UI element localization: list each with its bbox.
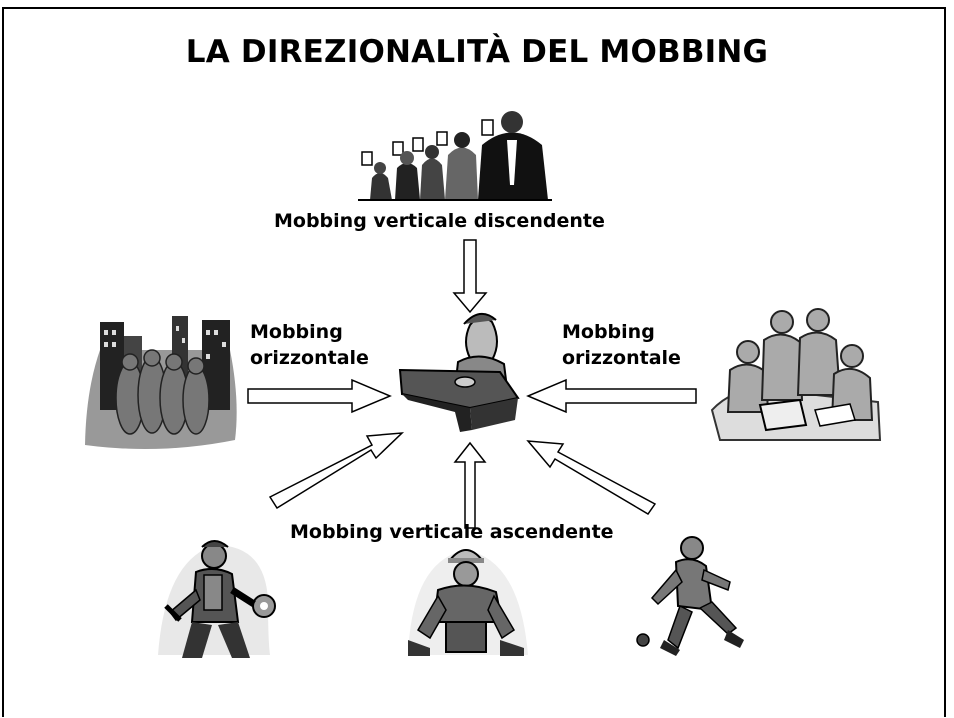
label-horizontal-left-line2: orizzontale bbox=[250, 347, 369, 369]
team-meeting-icon bbox=[710, 308, 882, 441]
bowler-man-icon bbox=[636, 536, 744, 656]
label-vertical-upward: Mobbing verticale ascendente bbox=[290, 521, 614, 543]
label-horizontal-left: Mobbing orizzontale bbox=[250, 319, 369, 371]
label-vertical-downward: Mobbing verticale discendente bbox=[274, 210, 605, 232]
arrow-top-down bbox=[452, 239, 488, 314]
city-crowd-icon bbox=[85, 316, 237, 449]
label-horizontal-right: Mobbing orizzontale bbox=[562, 319, 681, 371]
mechanic-icon bbox=[158, 540, 276, 658]
page-title: LA DIREZIONALITÀ DEL MOBBING bbox=[185, 34, 769, 70]
label-horizontal-right-line2: orizzontale bbox=[562, 347, 681, 369]
arrow-bottom-center-up bbox=[453, 441, 487, 529]
worried-office-worker-icon bbox=[398, 313, 520, 432]
group-of-judges-icon bbox=[358, 111, 552, 201]
construction-worker-icon bbox=[408, 549, 528, 656]
arrow-bottom-left-up bbox=[268, 432, 405, 510]
arrow-bottom-right-up bbox=[526, 440, 657, 515]
arrow-right-left bbox=[526, 378, 697, 414]
arrow-left-right bbox=[247, 378, 392, 414]
label-horizontal-right-line1: Mobbing bbox=[562, 321, 655, 343]
label-horizontal-left-line1: Mobbing bbox=[250, 321, 343, 343]
